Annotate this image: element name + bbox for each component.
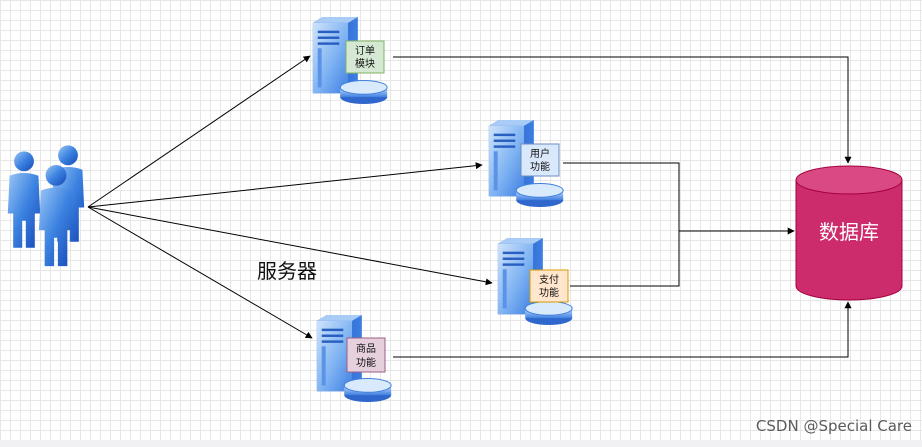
server-tag <box>345 40 385 74</box>
server-label-line2: 功能 <box>356 356 376 369</box>
server-label-line2: 功能 <box>539 286 559 299</box>
bottom-strip <box>0 440 922 447</box>
watermark: CSDN @Special Care <box>756 417 912 435</box>
server-label-line1: 支付 <box>539 273 559 286</box>
server-label-line1: 用户 <box>530 147 550 160</box>
product-to-db-line <box>393 301 852 358</box>
request-arrows <box>87 55 493 339</box>
server-tag <box>520 143 560 177</box>
db-connections <box>393 56 852 358</box>
arrow-to-order-server <box>87 55 311 208</box>
server-tag <box>346 337 386 373</box>
user-to-db-line <box>563 162 680 231</box>
arrow-to-payment-server <box>87 206 493 286</box>
users-group-icon <box>7 145 85 267</box>
server-user: 用户 功能 <box>488 119 564 208</box>
arrow-to-product-server <box>87 206 313 339</box>
server-label-line1: 商品 <box>356 342 376 355</box>
payment-to-db-line <box>570 231 680 287</box>
server-payment: 支付 功能 <box>497 237 573 326</box>
database-cylinder: 数据库 <box>795 165 903 301</box>
arrow-to-user-server <box>87 162 483 208</box>
server-tag <box>529 269 569 303</box>
server-label-line2: 功能 <box>530 160 550 173</box>
server-label-line2: 模块 <box>355 58 375 70</box>
server-product: 商品 功能 <box>316 314 392 403</box>
server-group-label: 服务器 <box>257 259 317 283</box>
order-to-db-line <box>393 56 852 164</box>
database-label: 数据库 <box>819 220 879 244</box>
server-order: 订单 模块 <box>312 16 388 105</box>
server-label-line1: 订单 <box>355 45 375 57</box>
